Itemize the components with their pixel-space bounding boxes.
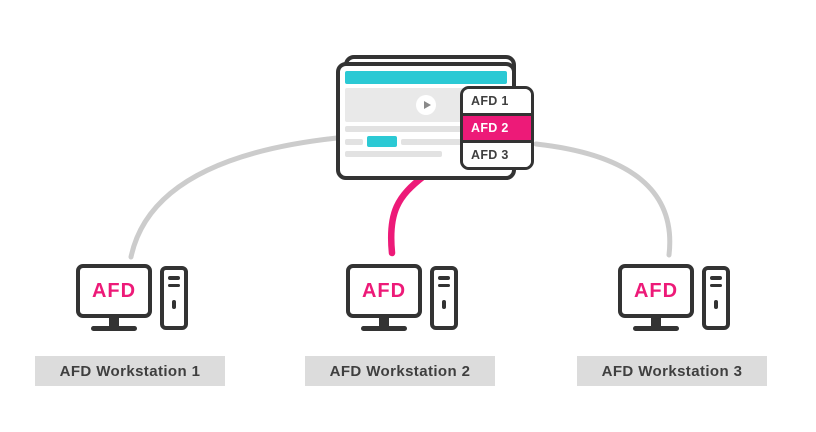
afd-selector-list: AFD 1 AFD 2 AFD 3 (460, 86, 534, 170)
monitor-label: AFD (91, 279, 137, 302)
connector-right-gray (533, 141, 673, 258)
workstation-caption: AFD Workstation 3 (577, 356, 767, 386)
connector-center-pink (387, 172, 428, 257)
content-row (345, 136, 507, 147)
content-bar (345, 151, 443, 157)
content-bar (345, 126, 507, 132)
monitor: AFD (618, 264, 694, 318)
tower-pc (430, 266, 458, 330)
power-button (714, 300, 718, 309)
workstation-3: AFD (618, 264, 730, 342)
workstation-2: AFD (346, 264, 458, 342)
drive-slot (710, 283, 722, 287)
content-bar (401, 138, 507, 145)
afd-list-item-2-selected: AFD 2 (463, 113, 531, 140)
afd-list-item-3: AFD 3 (463, 140, 531, 167)
monitor-label: AFD (361, 279, 407, 302)
play-button (416, 95, 436, 115)
monitor: AFD (346, 264, 422, 318)
monitor-stand-base (91, 326, 137, 331)
drive-slot (168, 283, 180, 287)
drive-slot (710, 276, 722, 280)
tower-pc (160, 266, 188, 330)
monitor-stand-base (361, 326, 407, 331)
workstation-1: AFD (76, 264, 188, 342)
monitor-stand (109, 318, 119, 326)
afd-list-item-1: AFD 1 (463, 89, 531, 113)
drive-slot (438, 276, 450, 280)
workstation-caption: AFD Workstation 2 (305, 356, 495, 386)
workstation-caption: AFD Workstation 1 (35, 356, 225, 386)
connector-left-gray (128, 135, 340, 260)
monitor-stand (651, 318, 661, 326)
monitor: AFD (76, 264, 152, 318)
browser-header-bar (345, 71, 507, 84)
progress-bar (367, 136, 397, 147)
tower-pc (702, 266, 730, 330)
monitor-stand (379, 318, 389, 326)
play-icon (423, 101, 431, 109)
monitor-stand-base (633, 326, 679, 331)
content-bar (345, 138, 363, 145)
power-button (172, 300, 176, 309)
power-button (442, 300, 446, 309)
monitor-label: AFD (633, 279, 679, 302)
drive-slot (168, 276, 180, 280)
drive-slot (438, 283, 450, 287)
